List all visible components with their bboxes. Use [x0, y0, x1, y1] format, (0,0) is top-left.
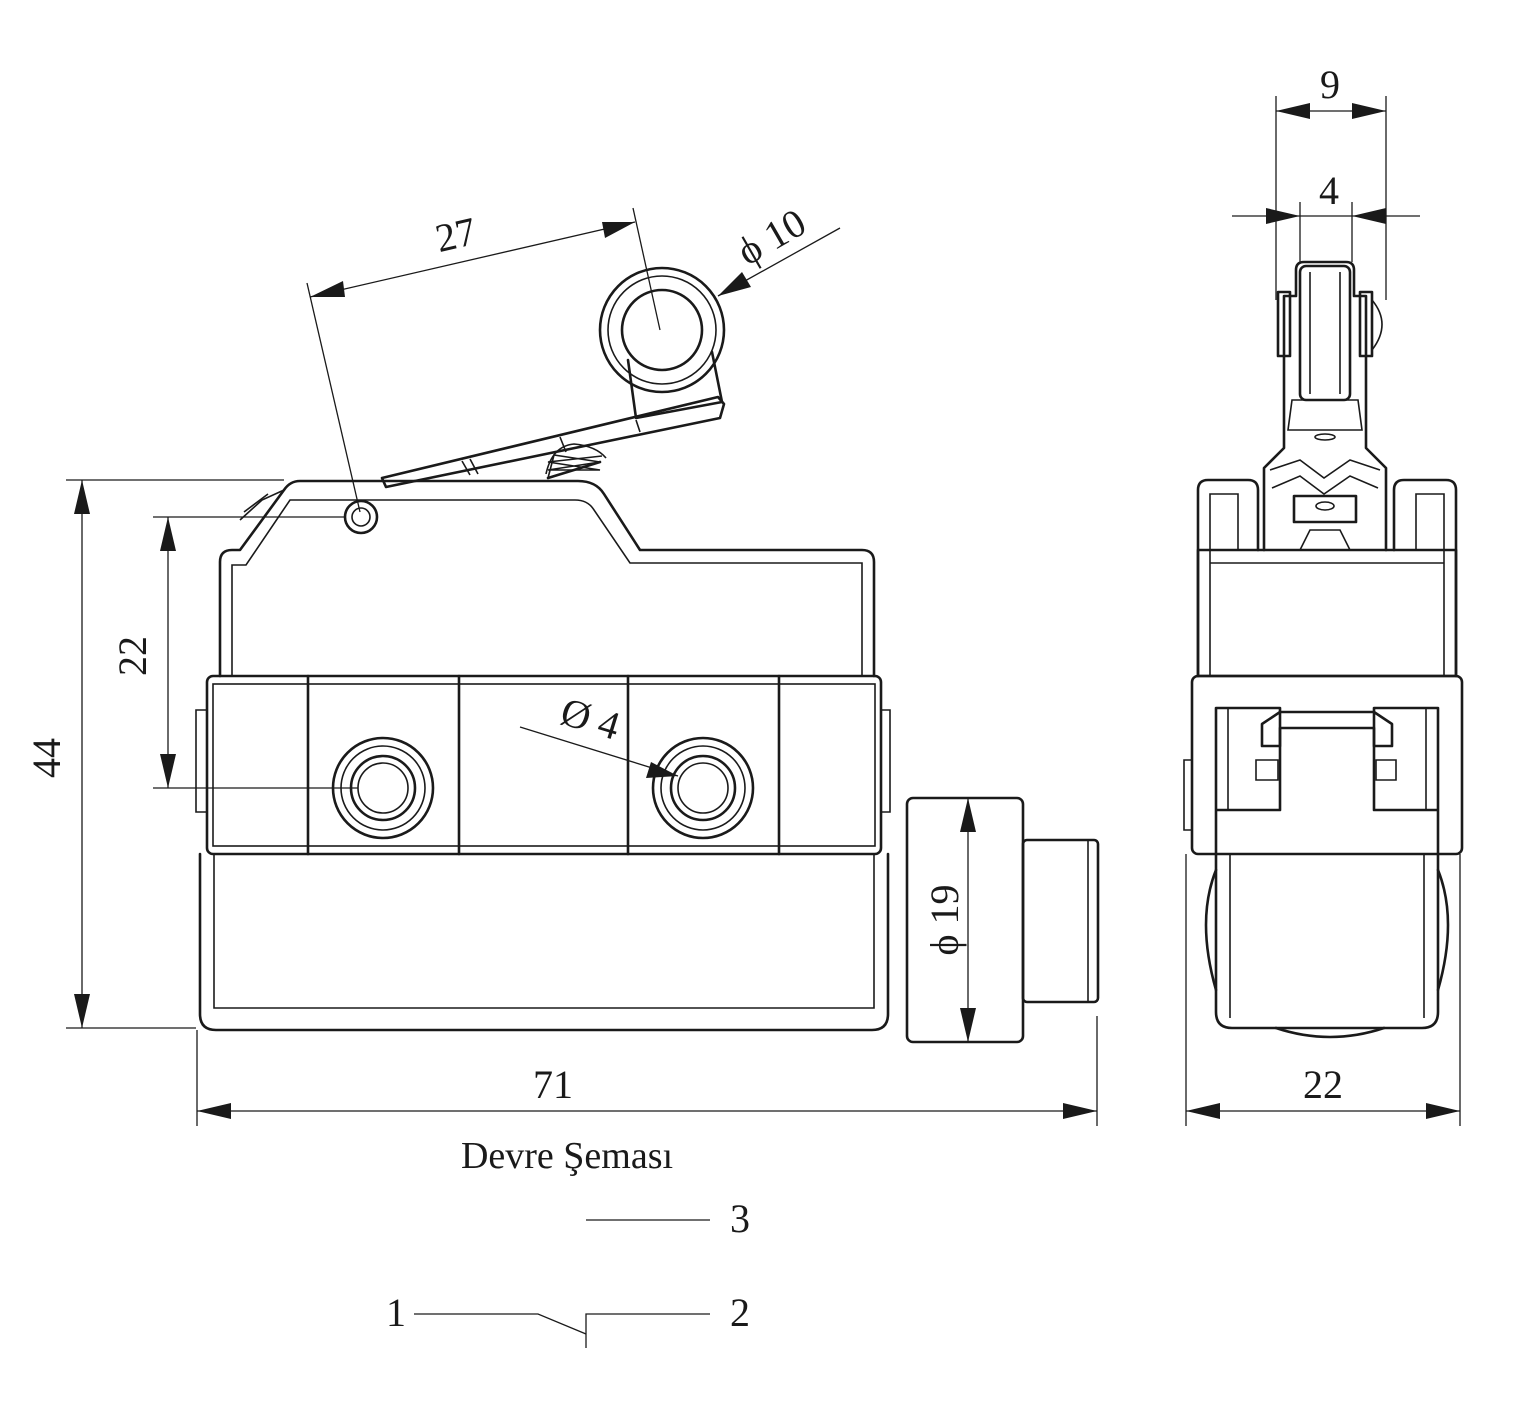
terminal-1: 1: [386, 1290, 406, 1335]
dim-hole-offset: 22: [110, 636, 155, 676]
dim-body-length: 71: [533, 1062, 573, 1107]
front-top-housing: [218, 479, 876, 678]
circuit-title: Devre Şeması: [461, 1135, 673, 1177]
front-lower-body: [198, 852, 890, 1032]
roller-outer: [598, 266, 726, 394]
side-lower-body: [1214, 852, 1440, 1030]
side-boss-arc: [1204, 868, 1218, 992]
no-contact-switch: [414, 1313, 587, 1335]
side-actuator: [1262, 260, 1388, 552]
front-mid-band: [195, 674, 891, 856]
terminal-3: 3: [730, 1196, 750, 1241]
dim-plunger-diameter: ϕ 19: [922, 884, 967, 955]
roller-bracket: [626, 350, 724, 420]
dim-lever-length: 27: [431, 208, 480, 261]
lever-spring: [545, 443, 607, 480]
roller-inner: [620, 288, 704, 372]
front-view: [195, 266, 1100, 1044]
dim-roller-width: 9: [1320, 62, 1340, 107]
lever-arm: [380, 395, 726, 489]
terminal-2: 2: [730, 1290, 750, 1335]
circuit-diagram: Devre Şeması 3 1 2: [386, 1135, 750, 1348]
conduit-boss: [905, 796, 1100, 1044]
mount-hole-right: [651, 736, 755, 840]
dimension-lines: [66, 96, 1461, 1126]
dim-height: 44: [24, 738, 69, 778]
dim-wheel-width: 4: [1319, 168, 1339, 213]
dim-body-width: 22: [1303, 1062, 1343, 1107]
side-mid-band: [1183, 674, 1464, 856]
side-view: [1183, 260, 1464, 1039]
